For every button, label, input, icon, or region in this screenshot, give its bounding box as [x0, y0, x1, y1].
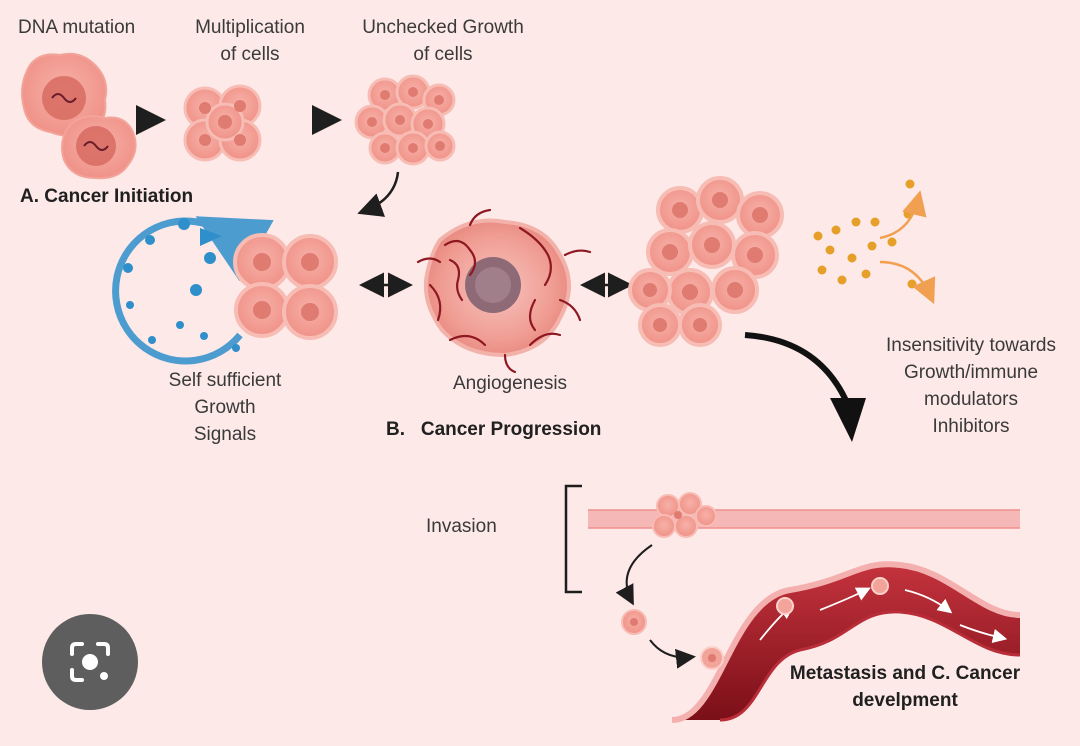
label-multiplication-line2: of cells: [220, 44, 280, 65]
dna-mutation-cells: [21, 52, 137, 180]
label-self-sufficient-line2: Growth: [194, 397, 256, 418]
growth-signal-cells: [233, 233, 338, 340]
arrow-initiation-to-progression: [357, 171, 400, 217]
invading-cells: [652, 492, 717, 538]
large-tumor-cluster: [628, 176, 784, 347]
lens-search-button[interactable]: [42, 614, 138, 710]
label-multiplication: Multiplication of cells: [180, 14, 320, 68]
label-cancer-initiation: A. Cancer Initiation: [20, 186, 194, 207]
label-multiplication-line1: Multiplication: [195, 17, 305, 38]
arrow-to-vessel: [649, 639, 696, 669]
label-self-sufficient: Self sufficient Growth Signals: [140, 367, 310, 448]
label-progression-letter: B.: [386, 419, 405, 440]
inhibitor-particles: [813, 179, 936, 305]
label-self-sufficient-line1: Self sufficient: [168, 370, 282, 391]
label-self-sufficient-line3: Signals: [193, 424, 257, 445]
label-dna-mutation: DNA mutation: [18, 17, 136, 38]
label-progression-text: Cancer Progression: [420, 419, 602, 440]
invasion-bracket: [564, 484, 582, 594]
camera-search-icon: [70, 642, 110, 682]
label-angiogenesis: Angiogenesis: [452, 373, 568, 394]
label-cancer-progression: B. Cancer Progression: [386, 416, 601, 443]
migrating-cell: [621, 609, 647, 635]
arrow-progression-to-metastasis: [744, 332, 866, 442]
label-unchecked-line1: Unchecked Growth: [362, 17, 524, 38]
label-insensitivity-line3: modulators: [924, 389, 1018, 410]
growth-signal-loop: [112, 216, 274, 365]
label-insensitivity: Insensitivity towards Growth/immune modu…: [868, 332, 1074, 440]
label-metastasis: Metastasis and C. Cancer develpment: [774, 660, 1036, 714]
label-insensitivity-line4: Inhibitors: [932, 416, 1010, 437]
label-invasion: Invasion: [426, 516, 497, 537]
label-metastasis-line2: develpment: [852, 690, 958, 711]
unchecked-growth-cells: [354, 74, 456, 166]
label-unchecked-growth: Unchecked Growth of cells: [348, 14, 538, 68]
label-metastasis-line1: Metastasis and C. Cancer: [789, 663, 1021, 684]
arrow-invasion-down: [615, 544, 653, 606]
label-insensitivity-line1: Insensitivity towards: [885, 335, 1056, 356]
multiplication-cells: [183, 84, 262, 162]
label-insensitivity-line2: Growth/immune: [903, 362, 1039, 383]
blood-vessel: [671, 561, 1021, 723]
angiogenesis-tumor: [416, 208, 592, 374]
label-unchecked-line2: of cells: [413, 44, 473, 65]
